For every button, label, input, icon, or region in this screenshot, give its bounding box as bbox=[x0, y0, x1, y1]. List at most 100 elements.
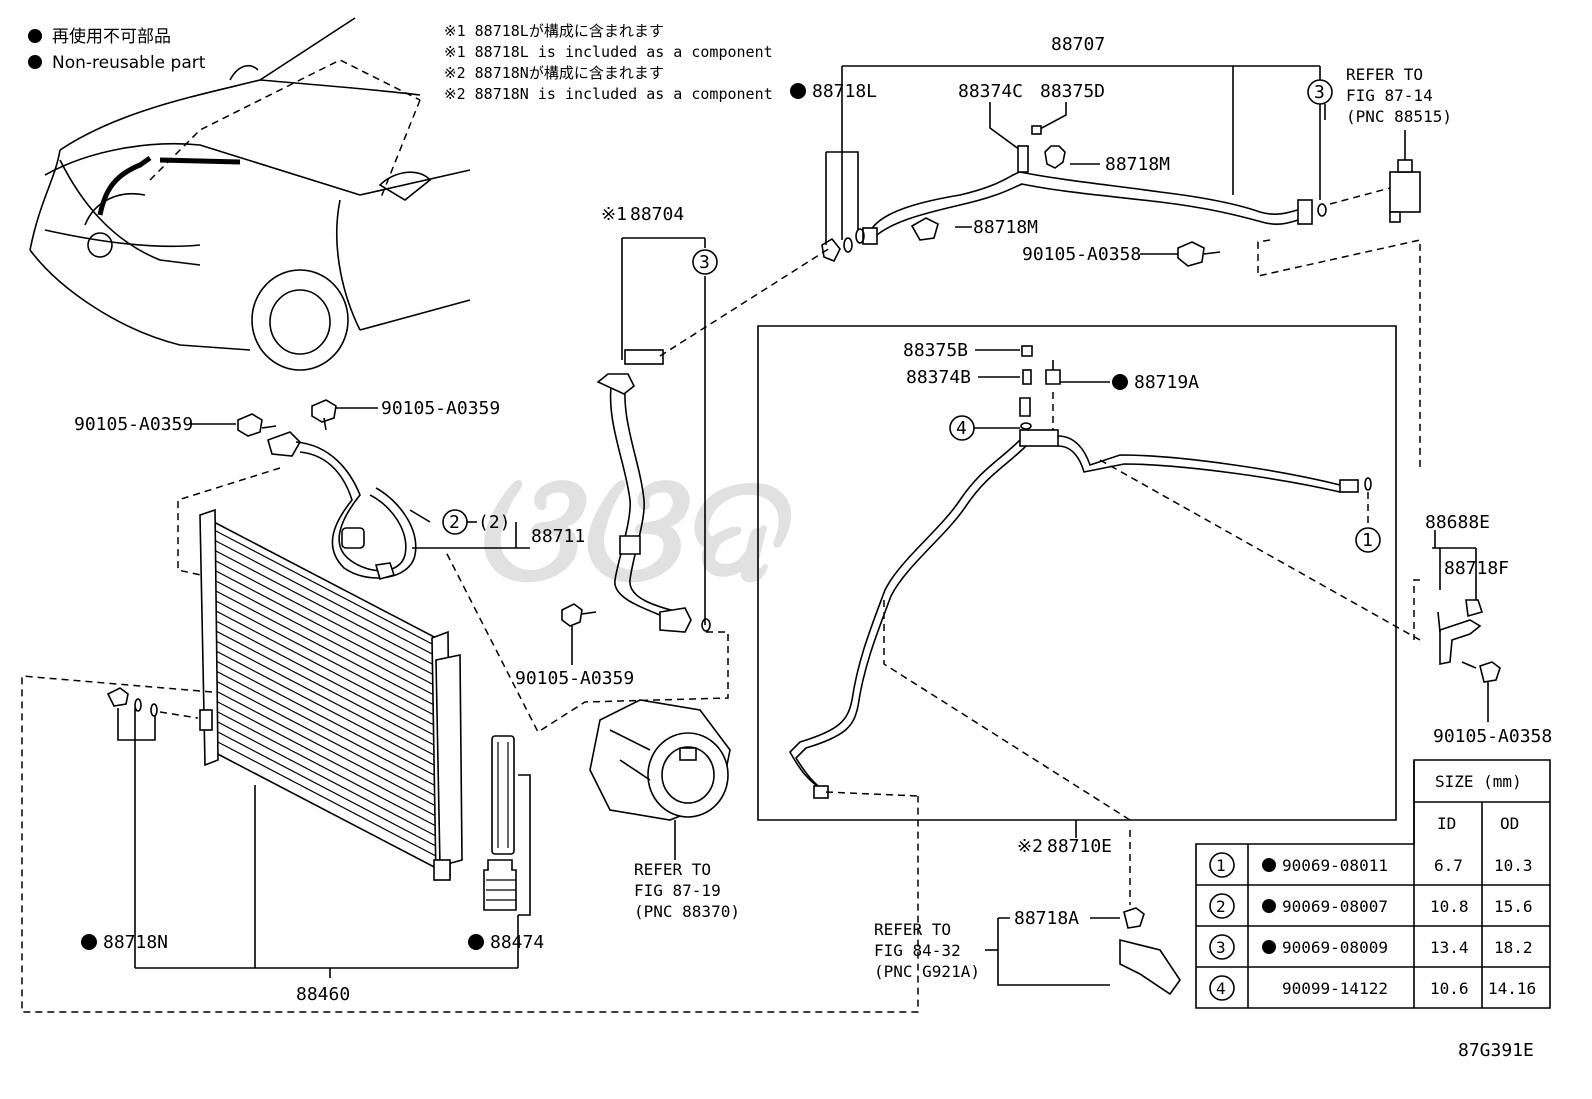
table-row-no: 4 bbox=[1216, 979, 1226, 998]
charge-valve-icon bbox=[1017, 145, 1029, 173]
bullet-icon bbox=[28, 29, 42, 43]
note-3: ※2 88718Nが構成に含まれます bbox=[444, 64, 664, 82]
callout-1: 1 bbox=[1362, 530, 1373, 551]
label-90105-a0358-top: 90105-A0358 bbox=[1022, 244, 1141, 265]
table-row-no: 3 bbox=[1216, 938, 1226, 957]
label-88718L: 88718L bbox=[812, 81, 877, 102]
group-88460 bbox=[134, 740, 519, 978]
legend-en: Non-reusable part bbox=[52, 53, 206, 73]
callout-2: 2 bbox=[449, 512, 460, 533]
table-header-od: OD bbox=[1500, 814, 1519, 833]
label-88375D: 88375D bbox=[1040, 81, 1105, 102]
bolt-icon bbox=[1177, 241, 1205, 267]
liquid-tube-88710E bbox=[757, 325, 1421, 905]
condenser-88460 bbox=[199, 508, 463, 882]
leader-lines bbox=[1324, 104, 1441, 633]
callout-88711: 2 (2) 88711 bbox=[412, 509, 585, 549]
receiver-parts bbox=[21, 675, 919, 1013]
bolt-90105-a0359-lower bbox=[561, 603, 597, 665]
bracket-88718A bbox=[985, 907, 1181, 996]
label-88718N: 88718N bbox=[103, 932, 168, 953]
table-row-part: 90069-08011 bbox=[1282, 856, 1388, 875]
table-title: SIZE (mm) bbox=[1435, 772, 1522, 791]
table-row-part: 90099-14122 bbox=[1282, 979, 1388, 998]
label-88375B: 88375B bbox=[903, 340, 968, 361]
label-88710E: 88710E bbox=[1047, 836, 1112, 857]
label-88718M-b: 88718M bbox=[973, 217, 1038, 238]
hose-fitting-icon bbox=[624, 349, 664, 365]
notes: ※1 88718Lが構成に含まれます ※1 88718L is included… bbox=[444, 22, 773, 103]
refer-3-line-2: FIG 84-32 bbox=[874, 941, 961, 960]
expansion-valve-icon bbox=[1257, 130, 1421, 470]
vehicle-locator-icon bbox=[29, 17, 471, 371]
bracket-icon bbox=[1119, 938, 1181, 996]
refer-3-line-3: (PNC G921A) bbox=[874, 962, 980, 981]
suction-hose-88704 bbox=[444, 237, 831, 734]
table-row-od: 14.16 bbox=[1488, 979, 1536, 998]
label-88707: 88707 bbox=[1051, 34, 1105, 55]
label-88688E: 88688E bbox=[1425, 512, 1490, 533]
label-90105-a0359-bottom: 90105-A0359 bbox=[515, 668, 634, 689]
labels: 88707 88718L 88374C 88375D 88718M 88718M… bbox=[74, 34, 1552, 1005]
label-88374B: 88374B bbox=[906, 367, 971, 388]
clamp-88718M-icon bbox=[910, 217, 939, 241]
non-reusable-icon bbox=[790, 83, 806, 99]
valve-cap-icon bbox=[1021, 345, 1033, 357]
cap-88474-icon bbox=[483, 859, 517, 911]
callout-3-mid: 3 bbox=[699, 252, 710, 273]
bolt-icon bbox=[237, 413, 263, 437]
clamp-88718M-icon bbox=[1044, 145, 1066, 169]
clip-icon bbox=[821, 237, 841, 263]
mark-88704: ※1 bbox=[601, 204, 627, 225]
watermark: ଓଓଦ bbox=[470, 442, 795, 616]
mark-88710E: ※2 bbox=[1017, 836, 1043, 857]
non-reusable-icon bbox=[1262, 899, 1276, 913]
label-88718M-a: 88718M bbox=[1105, 154, 1170, 175]
valve-cap-icon bbox=[1031, 125, 1042, 135]
clamp-icon bbox=[1123, 907, 1145, 929]
label-88711: 88711 bbox=[531, 526, 585, 547]
valve-core-icon bbox=[1022, 369, 1032, 385]
label-88474: 88474 bbox=[490, 932, 544, 953]
table-row-od: 18.2 bbox=[1494, 938, 1533, 957]
bracket-icon bbox=[1439, 619, 1482, 665]
refer-1-line-2: FIG 87-14 bbox=[1346, 86, 1433, 105]
table-row-part: 90069-08007 bbox=[1282, 897, 1388, 916]
pressure-switch-icon bbox=[1045, 369, 1061, 385]
table-row-id: 10.6 bbox=[1430, 979, 1469, 998]
label-88719A: 88719A bbox=[1134, 372, 1199, 393]
table-row-no: 1 bbox=[1216, 856, 1226, 875]
qty-88711: (2) bbox=[478, 512, 511, 533]
table-row-part: 90069-08009 bbox=[1282, 938, 1388, 957]
desiccant-icon bbox=[491, 735, 515, 855]
table-row-id: 6.7 bbox=[1434, 856, 1463, 875]
hose-fitting-icon bbox=[1019, 429, 1059, 447]
legend: 再使用不可部品 Non-reusable part bbox=[28, 26, 206, 73]
label-90105-a0359-left: 90105-A0359 bbox=[74, 414, 193, 435]
callouts: 3 3 4 1 bbox=[692, 79, 1381, 553]
label-88374C: 88374C bbox=[958, 81, 1023, 102]
label-90105-a0358-right: 90105-A0358 bbox=[1433, 726, 1552, 747]
bolt-icon bbox=[311, 399, 337, 423]
bullet-icon bbox=[28, 55, 42, 69]
label-88718A: 88718A bbox=[1014, 908, 1079, 929]
refer-2-line-2: FIG 87-19 bbox=[634, 881, 721, 900]
bolt-icon bbox=[1479, 661, 1501, 683]
hose-fitting-icon bbox=[1297, 199, 1313, 225]
compressor-icon bbox=[589, 699, 731, 860]
note-1: ※1 88718Lが構成に含まれます bbox=[444, 22, 664, 40]
refer-notes: REFER TO FIG 87-14 (PNC 88515) REFER TO … bbox=[634, 65, 1452, 981]
label-88704: 88704 bbox=[630, 204, 684, 225]
refer-1-line-3: (PNC 88515) bbox=[1346, 107, 1452, 126]
box-parts bbox=[974, 345, 1110, 430]
non-reusable-icon bbox=[81, 934, 97, 950]
bracket-88688E bbox=[1413, 530, 1501, 722]
figure-code: 87G391E bbox=[1458, 1040, 1534, 1061]
refer-2-line-3: (PNC 88370) bbox=[634, 902, 740, 921]
table-row-no: 2 bbox=[1216, 897, 1226, 916]
non-reusable-icon bbox=[468, 934, 484, 950]
refer-3-line-1: REFER TO bbox=[874, 920, 951, 939]
hose-fitting-icon bbox=[862, 227, 878, 245]
hose-fitting-icon bbox=[1339, 479, 1359, 493]
